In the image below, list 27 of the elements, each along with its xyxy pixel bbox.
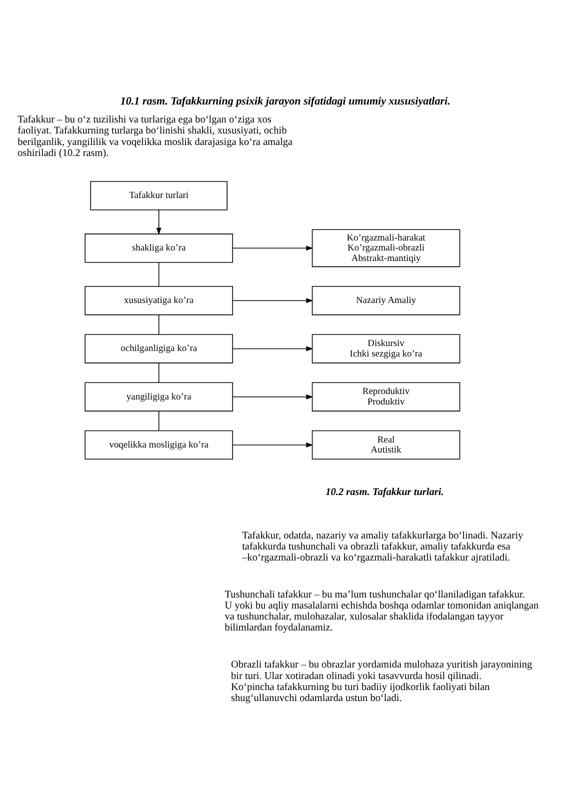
label: Tushunchali tafakkur – bu ma’lum tushunchalar qo‘llaniladigan tafakkur. U yoki bu aqliy masalalarni echishda boshqa odamlar tomonidan aniqlangan va tushunchalar, mulohazalar, xulosalar shaklida ifodalangan tayyor bilimlardan foydalanamiz.	[224, 590, 539, 634]
node-box: voqelikka mosligiga ko’ra	[84, 430, 233, 460]
connector	[158, 314, 160, 335]
node-box: Nazariy Amaliy	[312, 286, 460, 316]
node-box: Real Autistik	[312, 430, 460, 460]
connector	[158, 362, 160, 383]
node-box: Tafakkur turlari	[90, 181, 228, 210]
label: Tafakkur, odatda, nazariy va amaliy tafakkurlarga bo‘linadi. Nazariy tafakkurda tushunchali va obrazli tafakkur, amaliy tafakkurda esa –ko‘rgazmali-obrazli va ko‘rgazmali-harakatli tafakkur ajratiladi.	[242, 530, 524, 564]
connector	[158, 262, 160, 287]
arrow	[232, 442, 314, 448]
label: Obrazli tafakkur – bu obrazlar yordamida mulohaza yuritish jarayonining bir turi. Ular xotiradan olinadi yoki tasavvurda hosil qilinadi. Ko‘pincha tafakkurning bu turi badiiy ijodkorlik faoliyati bilan shug‘ullanuvchi odamlarda ustun bo‘ladi.	[231, 660, 532, 704]
arrow	[232, 246, 314, 251]
node-box: xususiyatiga ko’ra	[84, 286, 233, 316]
arrow	[232, 298, 314, 304]
node-box: yangiligiga ko’ra	[84, 382, 233, 412]
node-box: Diskursiv Ichki sezgiga ko’ra	[312, 334, 460, 364]
caption: 10.2 rasm. Tafakkur turlari.	[326, 486, 444, 498]
node-box: Ko’rgazmali-harakat Ko’rgazmali-obrazli Abstrakt-mantiqiy	[312, 229, 460, 268]
diagram-title: 10.1 rasm. Tafakkurning psixik jarayon sifatidagi umumiy xususiyatlari.	[120, 95, 450, 108]
connector	[158, 410, 160, 431]
label: Tafakkur – bu o‘z tuzilishi va turlariga ega bo‘lgan o‘ziga xos faoliyat. Tafakkurning turlarga bo‘linishi shakli, xususiyati, ochib berilganlik, yangililik va voqelikka moslik darajasiga ko‘ra amalga oshiriladi (10.2 rasm).	[18, 114, 293, 159]
arrow	[232, 346, 314, 352]
node-box: Reproduktiv Produktiv	[312, 382, 460, 412]
arrow	[232, 394, 314, 400]
node-box: ochilganligiga ko’ra	[84, 334, 233, 364]
arrow	[156, 210, 162, 235]
node-box: shakliga ko’ra	[84, 234, 233, 263]
